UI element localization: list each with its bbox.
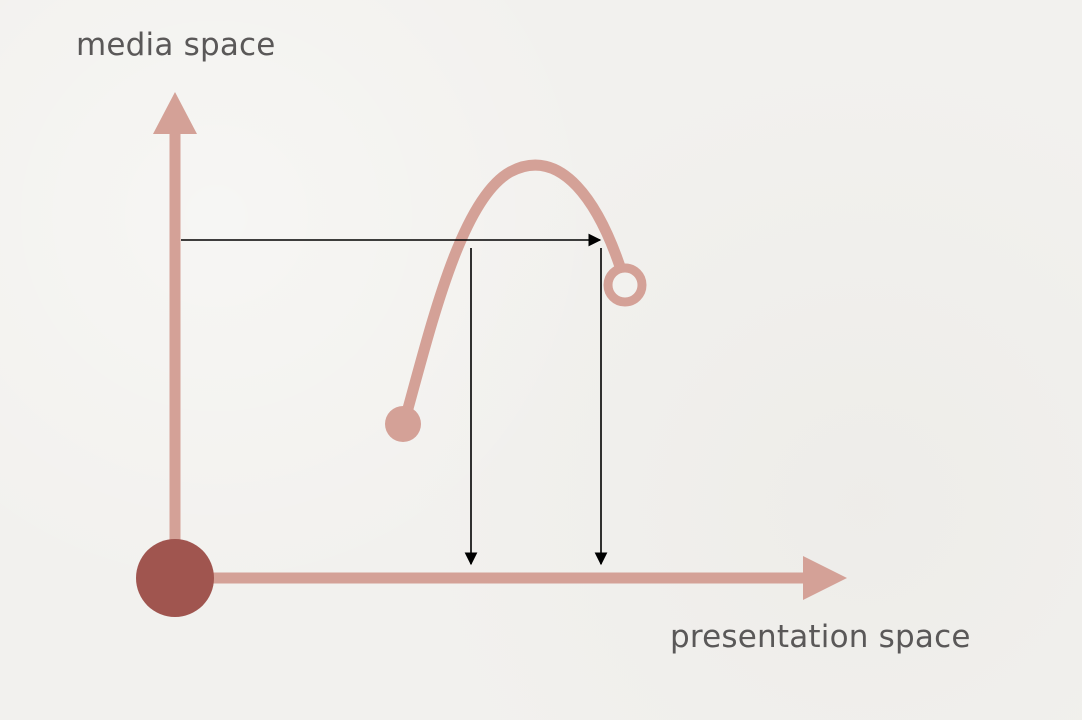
x-axis-arrowhead	[803, 556, 847, 600]
curve-start-dot	[385, 406, 421, 442]
origin-dot	[136, 539, 214, 617]
y-axis-label: media space	[76, 27, 276, 63]
y-axis-arrowhead	[153, 92, 197, 134]
x-axis-label: presentation space	[670, 619, 971, 655]
mapping-curve	[398, 159, 631, 429]
curve-end-ring	[603, 263, 647, 307]
